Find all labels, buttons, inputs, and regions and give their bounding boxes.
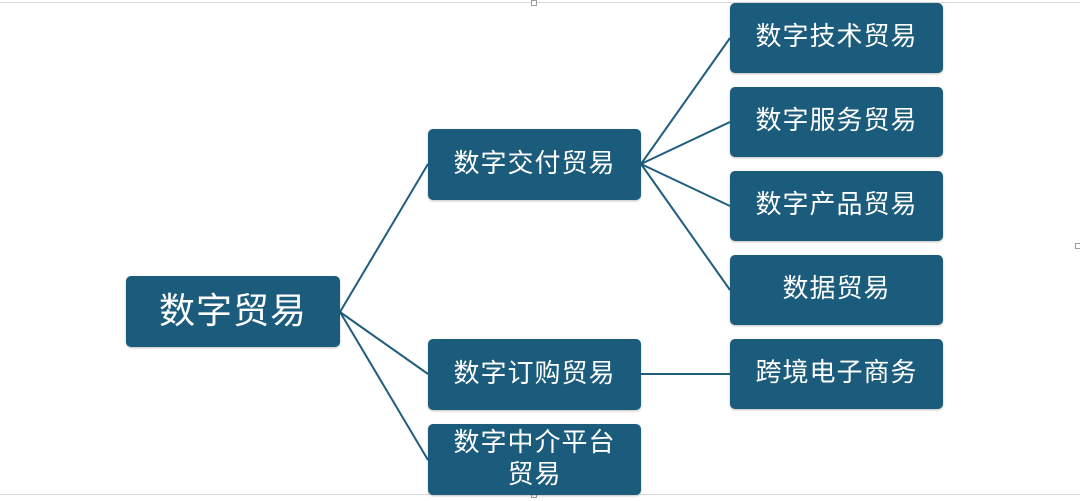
connector-delivery-to-data: [640, 163, 731, 291]
connector-delivery-to-product: [640, 163, 731, 207]
node-digital-technology-trade: 数字技术贸易: [730, 3, 943, 73]
node-digital-service-trade: 数字服务贸易: [730, 87, 943, 157]
node-cross-border-ecommerce: 跨境电子商务: [730, 339, 943, 409]
connector-delivery-to-tech: [640, 37, 731, 165]
node-digital-product-trade: 数字产品贸易: [730, 171, 943, 241]
node-digital-delivery-trade: 数字交付贸易: [428, 129, 641, 200]
node-digital-ordering-trade: 数字订购贸易: [428, 339, 641, 410]
connector-root-to-delivery: [339, 163, 429, 313]
root-node: 数字贸易: [126, 276, 340, 347]
connector-root-to-ordering: [339, 311, 429, 375]
resize-handle-right[interactable]: [1075, 243, 1080, 249]
connector-root-to-platform: [339, 311, 429, 461]
node-data-trade: 数据贸易: [730, 255, 943, 325]
node-digital-platform-trade: 数字中介平台贸易: [428, 424, 641, 495]
resize-handle-top[interactable]: [531, 0, 537, 6]
frame-top-border: [0, 2, 1080, 3]
connector-delivery-to-service: [640, 121, 731, 165]
